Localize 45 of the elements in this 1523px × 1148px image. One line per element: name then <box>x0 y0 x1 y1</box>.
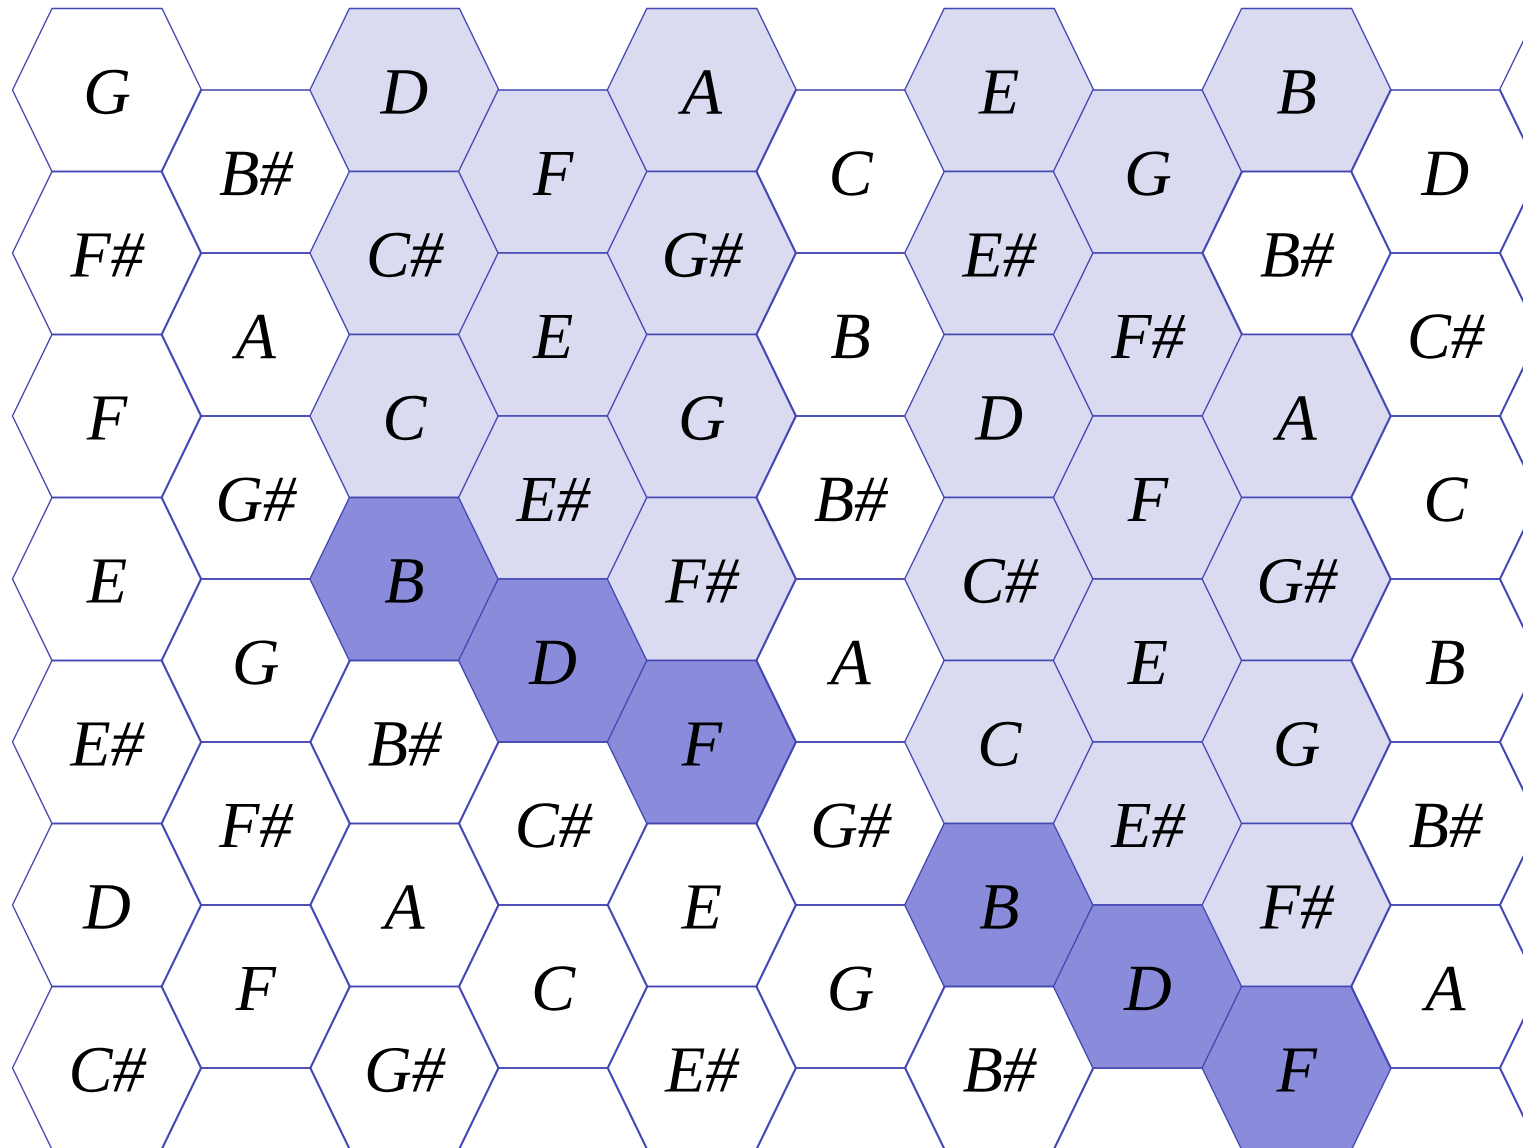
hexagon-cell: C <box>1350 415 1523 580</box>
hexagon-cell: F# <box>160 741 351 906</box>
hexagon-cell: F <box>1201 985 1392 1148</box>
hexagon-cell: F# <box>1201 822 1392 988</box>
hexagon-cell: C# <box>309 170 500 336</box>
hexagon-cell: E <box>11 496 203 662</box>
hexagon-cell: A <box>1201 333 1392 499</box>
hexagon-cell: G <box>11 7 203 173</box>
hexagon-cell: F# <box>11 170 203 336</box>
hexagon-cell: E <box>1052 578 1244 743</box>
hexagon-cell: F# <box>1052 252 1244 417</box>
hexagon-cell: C# <box>11 985 203 1148</box>
hexagon-cell: D <box>1350 89 1523 254</box>
hexagon-cell: B# <box>1350 741 1523 906</box>
hexagon-cell: F <box>606 659 798 825</box>
hexagon-cell: A <box>1350 904 1523 1069</box>
hexagon-cell: G <box>1052 89 1244 254</box>
hexagon-cell: G# <box>1201 496 1392 662</box>
hexagon-cell: B <box>1201 7 1392 173</box>
hexagon-cell: D <box>309 7 500 173</box>
hexagon-cell: D <box>1052 904 1244 1069</box>
hexagon-cell: E <box>606 822 798 988</box>
hexagon-cell: C <box>309 333 500 499</box>
hexagon-cell: E# <box>1052 741 1244 906</box>
hexagon-cell: G# <box>606 170 798 336</box>
hexagon-cell: C <box>457 904 649 1069</box>
hexagon-cell: G <box>606 333 798 499</box>
hexagon-cell: B <box>309 496 500 662</box>
hexagon-cell: F# <box>606 496 798 662</box>
hexagon-cell: C# <box>1350 252 1523 417</box>
hexagon-cell: E# <box>11 659 203 825</box>
hexagon-cell: A <box>309 822 500 988</box>
hexagon-cell: F <box>11 333 203 499</box>
hexagon-cell: F <box>160 904 351 1069</box>
hexagon-cell: G <box>1201 659 1392 825</box>
hexagon-cell: E# <box>606 985 798 1148</box>
hexagon-cell: D <box>11 822 203 988</box>
hexagon-cell: G# <box>309 985 500 1148</box>
hexagon-cell: D <box>457 578 649 743</box>
hexagon-cell: E# <box>457 415 649 580</box>
hexagon-cell: B <box>1350 578 1523 743</box>
hexagon-cell: E <box>457 252 649 417</box>
hexagon-cell: F <box>457 89 649 254</box>
hexagon-cell: A <box>606 7 798 173</box>
hexagon-cell: F <box>1052 415 1244 580</box>
